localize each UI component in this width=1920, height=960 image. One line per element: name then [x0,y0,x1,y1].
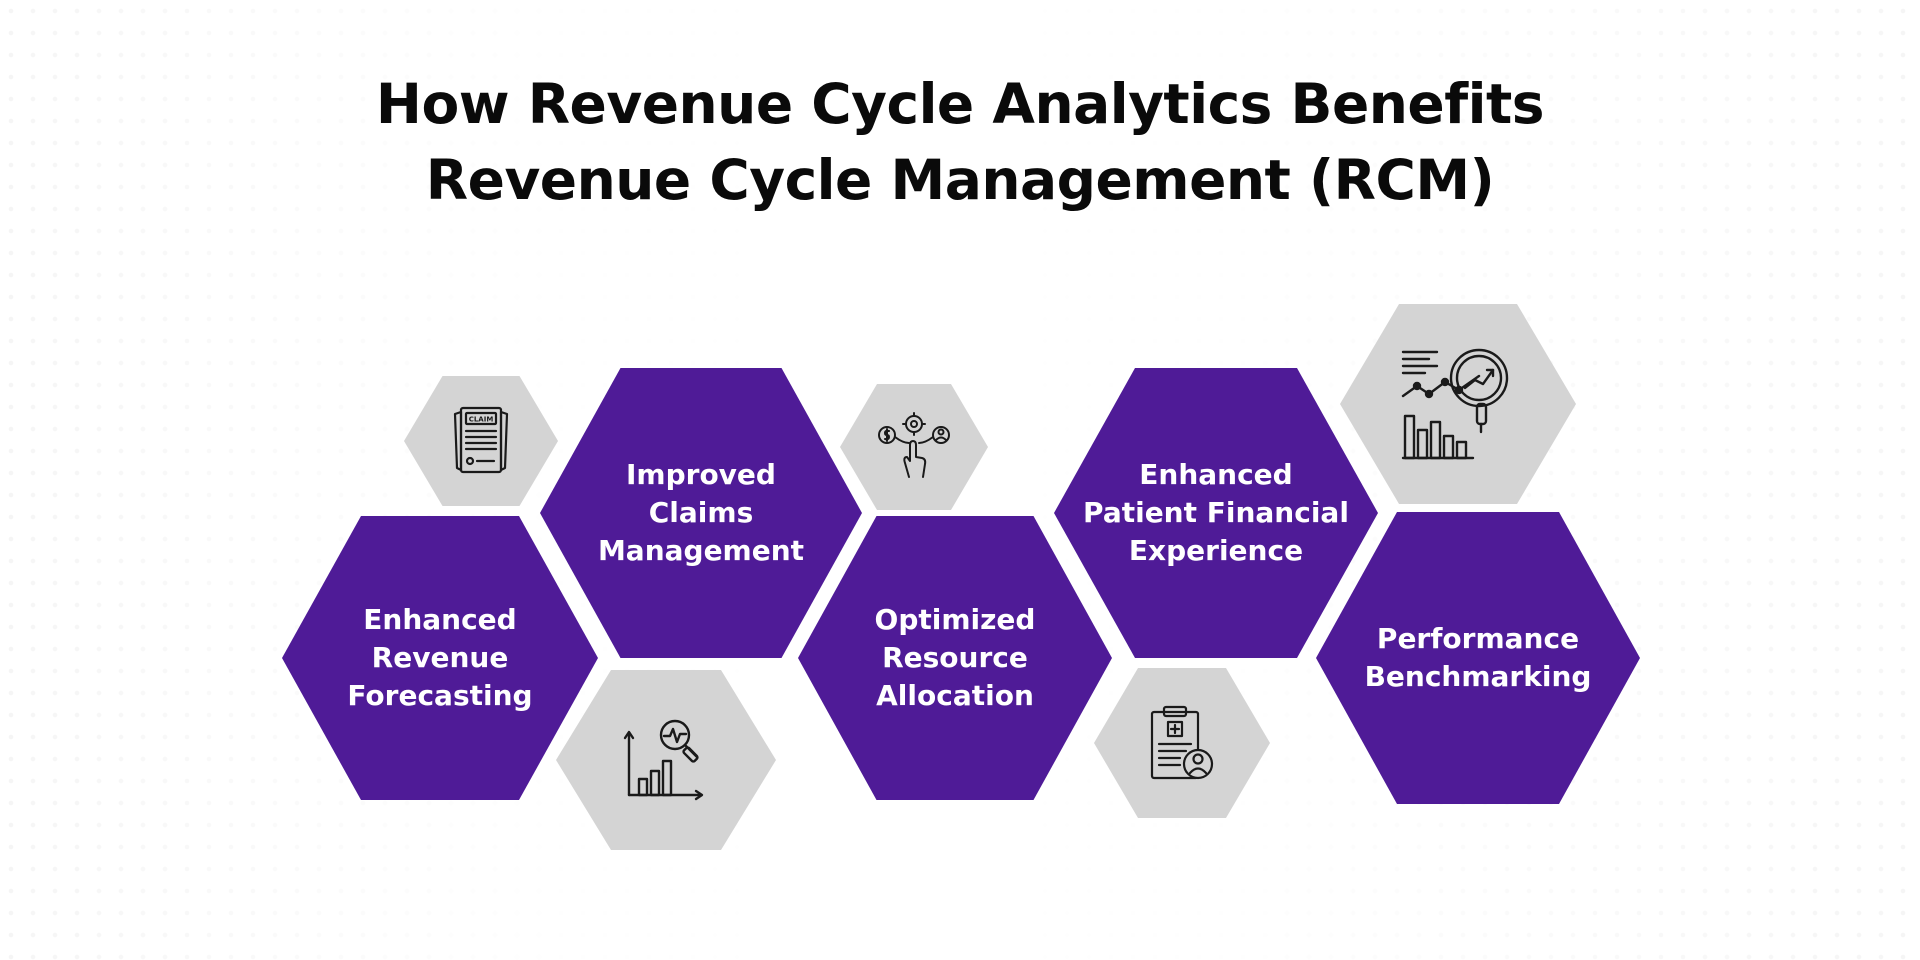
benefit-label: Enhanced Patient Financial Experience [1083,456,1349,570]
benefit-label-line: Management [597,534,805,567]
clipboard-patient-icon [1150,705,1214,780]
benefit-hexagon-performance-benchmarking: Performance Benchmarking [1316,512,1640,804]
benefit-label-line: Patient Financial [1083,496,1349,529]
benefit-label-line: Experience [1128,534,1304,567]
claim-badge-text: CLAIM [469,416,494,424]
benefit-label: Performance Benchmarking [1365,620,1592,696]
benefit-label-line: Performance [1376,622,1580,655]
benefit-label: Optimized Resource Allocation [875,601,1036,715]
benefit-hexagon-claims-management: Improved Claims Management [540,368,862,658]
title-line-2: Revenue Cycle Management (RCM) [425,148,1495,212]
touch-gear-icon [878,412,950,478]
benchmark-icon-hexagon [1340,304,1576,504]
benefit-label-line: Enhanced [1139,458,1293,491]
patient-icon-hexagon [1094,668,1270,818]
benefit-label-line: Benchmarking [1364,660,1592,693]
benefit-label: Improved Claims Management [598,456,804,570]
benefit-label-line: Allocation [876,679,1034,712]
title-line-1: How Revenue Cycle Analytics Benefits [375,72,1545,136]
benefit-label-line: Forecasting [347,679,533,712]
benefit-label-line: Improved [626,458,776,491]
benefit-label: Enhanced Revenue Forecasting [347,601,532,715]
benefit-label-line: Resource [882,641,1028,674]
benefit-label-line: Optimized [874,603,1036,636]
chart-magnifier-icon [623,719,704,801]
resources-icon-hexagon [840,384,988,510]
benefit-label-line: Claims [648,496,754,529]
benefit-label-line: Enhanced [363,603,517,636]
report-analytics-icon [1401,348,1509,460]
page-title: How Revenue Cycle Analytics Benefits Rev… [0,66,1920,218]
claim-document-icon: CLAIM [453,406,509,474]
benefit-label-line: Revenue [371,641,509,674]
analytics-icon-hexagon [556,670,776,850]
